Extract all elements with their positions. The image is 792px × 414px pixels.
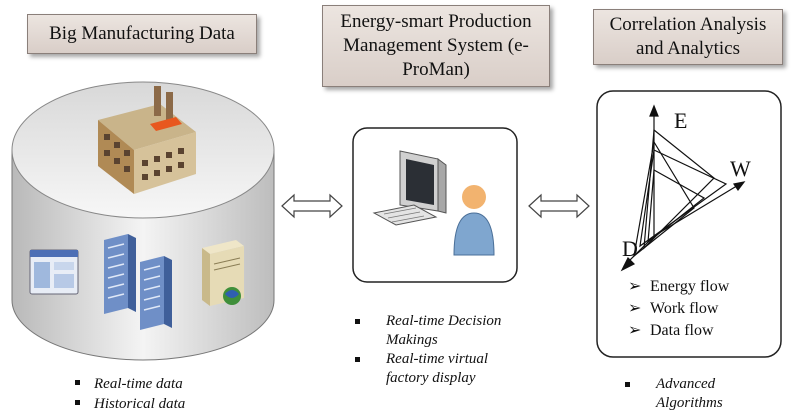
flow-text: Energy flow — [650, 278, 730, 295]
flow-text: Work flow — [650, 300, 719, 317]
arrowhead-icon: ➢ — [628, 300, 642, 317]
axis-label-w: W — [730, 156, 751, 181]
dashboard-screen-icon — [29, 249, 79, 295]
computer-panel — [352, 127, 518, 283]
left-title-text: Big Manufacturing Data — [49, 23, 235, 44]
bullet-text: Historical data — [94, 396, 186, 412]
double-arrow-right — [528, 193, 590, 219]
bullet-text: Advanced Algorithms — [656, 376, 723, 411]
flow-work: ➢ Work flow — [628, 298, 718, 320]
database-server-icon — [202, 240, 244, 306]
data-cylinder — [11, 81, 275, 361]
axis-label-e: E — [674, 108, 687, 133]
right-title-text: Correlation Analysis and Analytics — [609, 14, 767, 59]
bullet-virtual-factory: Real-time virtual factory display — [355, 350, 515, 388]
flow-data: ➢ Data flow — [628, 320, 714, 342]
big-manufacturing-data-title: Big Manufacturing Data — [27, 14, 257, 54]
double-arrow-left — [281, 193, 343, 219]
bullet-text: Real-time data — [94, 376, 183, 392]
server-rack-icon — [104, 234, 172, 330]
computer-user-icon — [372, 150, 495, 256]
correlation-analysis-title: Correlation Analysis and Analytics — [593, 9, 783, 65]
flow-energy: ➢ Energy flow — [628, 276, 729, 298]
bullet-text: Real-time Decision Makings — [386, 313, 502, 348]
flow-text: Data flow — [650, 322, 714, 339]
center-title-text: Energy-smart Production Management Syste… — [340, 11, 532, 80]
bullet-advanced-algorithms: Advanced Algorithms — [625, 375, 765, 413]
bullet-text: Real-time virtual factory display — [386, 351, 489, 386]
bullet-real-time-decision: Real-time Decision Makings — [355, 312, 515, 350]
arrowhead-icon: ➢ — [628, 278, 642, 295]
axis-label-d: D — [622, 236, 638, 261]
bullet-real-time-data: Real-time data — [75, 375, 183, 394]
factory-icon — [98, 86, 196, 194]
e-proman-title: Energy-smart Production Management Syste… — [322, 5, 550, 87]
analytics-panel: E W D — [596, 90, 782, 358]
bullet-historical-data: Historical data — [75, 395, 185, 414]
radar-chart-icon — [620, 104, 746, 272]
arrowhead-icon: ➢ — [628, 322, 642, 339]
